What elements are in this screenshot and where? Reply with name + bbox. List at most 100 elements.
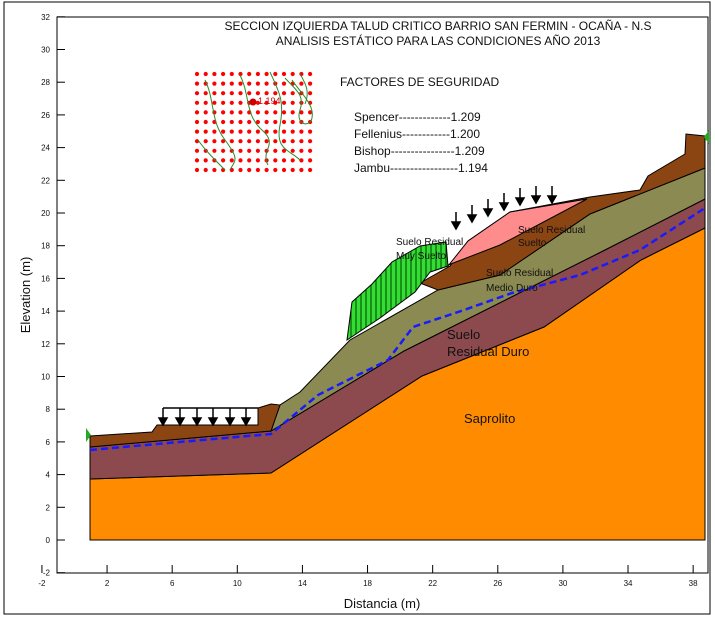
grid-point	[203, 119, 208, 125]
grid-point	[273, 167, 278, 173]
grid-point	[281, 91, 287, 96]
grid-point	[273, 139, 278, 144]
grid-contours	[197, 71, 313, 171]
grid-point	[203, 110, 208, 115]
grid-point	[247, 119, 252, 125]
grid-point	[281, 167, 287, 173]
grid-point	[308, 129, 313, 134]
grid-point	[290, 139, 295, 144]
grid-point	[194, 110, 200, 115]
grid-point	[299, 81, 304, 86]
grid-point	[221, 139, 226, 144]
grid-point	[212, 148, 217, 153]
grid-point	[299, 110, 304, 115]
x-tick-label: 10	[233, 579, 242, 588]
grid-point	[290, 129, 295, 134]
grid-point	[247, 148, 252, 153]
grid-point	[238, 139, 243, 144]
y-tick-label: 26	[41, 111, 50, 120]
grid-point	[238, 71, 243, 77]
grid-point	[264, 100, 269, 105]
grid-point	[281, 110, 287, 115]
grid-point	[273, 119, 278, 125]
grid-point	[299, 129, 304, 134]
grid-point	[238, 91, 243, 96]
y-tick-label: 30	[41, 46, 50, 55]
grid-point	[247, 91, 252, 96]
grid-point	[308, 158, 313, 163]
x-tick-label: 14	[298, 579, 307, 588]
right-boundary-marker	[704, 130, 709, 144]
grid-point	[290, 148, 295, 153]
label-duro-1: Suelo	[447, 327, 480, 342]
grid-point	[194, 129, 200, 134]
grid-point	[281, 129, 287, 134]
grid-point	[281, 81, 287, 86]
grid-point	[194, 158, 200, 163]
x-axis-label: Distancia (m)	[344, 596, 421, 611]
grid-point	[308, 91, 313, 96]
grid-point	[212, 81, 217, 86]
grid-point	[194, 119, 200, 125]
grid-point	[281, 158, 287, 163]
load-arrows-left	[157, 407, 258, 427]
x-tick-label: 26	[493, 579, 502, 588]
grid-point	[221, 129, 226, 134]
grid-point	[255, 139, 260, 144]
grid-point	[203, 100, 208, 105]
grid-point	[212, 129, 217, 134]
grid-point	[229, 91, 234, 96]
grid-point	[194, 100, 200, 105]
x-tick-label: 6	[170, 579, 175, 588]
x-tick-label: -2	[38, 579, 46, 588]
grid-point	[247, 71, 252, 77]
x-tick-label: 34	[624, 579, 633, 588]
grid-point	[290, 167, 295, 173]
grid-point	[255, 129, 260, 134]
x-tick-label: 38	[689, 579, 698, 588]
grid-point	[212, 158, 217, 163]
y-tick-label: 12	[41, 340, 50, 349]
grid-point	[255, 110, 260, 115]
y-tick-label: 20	[41, 209, 50, 218]
y-tick-label: 14	[41, 307, 50, 316]
grid-point	[299, 139, 304, 144]
y-tick-label: 28	[41, 78, 50, 87]
grid-point	[212, 139, 217, 144]
y-tick-label: -2	[43, 569, 51, 578]
grid-point	[281, 148, 287, 153]
grid-point	[229, 129, 234, 134]
y-tick-label: 32	[41, 13, 50, 22]
grid-point	[299, 158, 304, 163]
layer-capa-superficial	[89, 403, 281, 448]
factor-jambu: Jambu-----------------1.194	[354, 161, 488, 175]
grid-point	[255, 100, 260, 105]
x-tick-label: 18	[363, 579, 372, 588]
grid-point	[264, 71, 269, 77]
factor-bishop: Bishop----------------1.209	[354, 144, 485, 158]
grid-point	[203, 71, 208, 77]
label-medio-duro-2: Medio Duro	[486, 283, 538, 294]
grid-point	[255, 91, 260, 96]
grid-point	[203, 167, 208, 173]
y-tick-label: 4	[46, 471, 51, 480]
grid-point	[221, 110, 226, 115]
grid-point	[212, 71, 217, 77]
factors-heading: FACTORES DE SEGURIDAD	[340, 75, 499, 89]
label-muy-suelto-2: Muy Suelto	[396, 251, 446, 262]
grid-point	[290, 100, 295, 105]
grid-point	[221, 81, 226, 86]
grid-point	[308, 148, 313, 153]
critical-center-point	[249, 98, 257, 106]
grid-point	[212, 167, 217, 173]
grid-point	[229, 71, 234, 77]
label-muy-suelto-1: Suelo Residual	[396, 237, 463, 248]
grid-point	[290, 71, 295, 77]
grid-point	[203, 158, 208, 163]
grid-point	[203, 139, 208, 144]
x-tick-label: 22	[428, 579, 437, 588]
grid-point	[308, 110, 313, 115]
